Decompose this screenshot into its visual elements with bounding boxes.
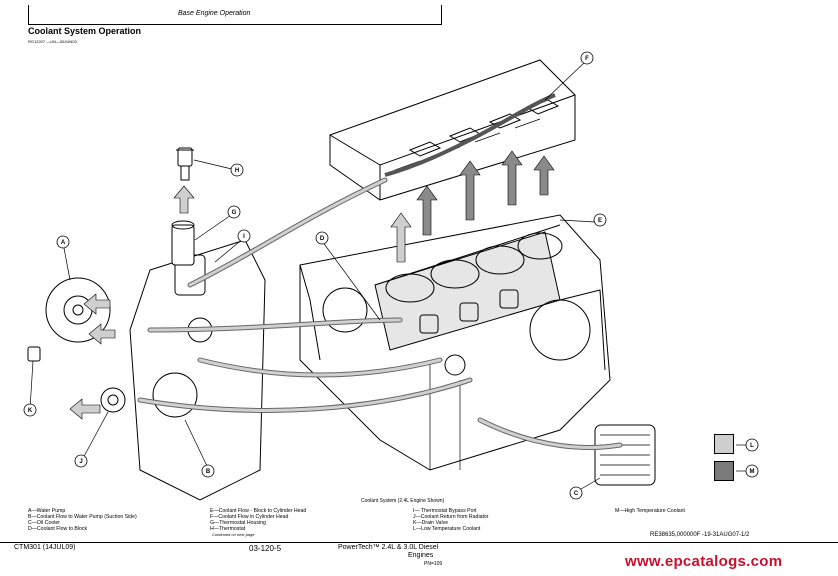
callout-d: D xyxy=(320,236,325,242)
reference-code: RE38635,000000F -19-31AUG07-1/2 xyxy=(650,532,750,538)
legend-b: B—Coolant Flow to Water Pump (Suction Si… xyxy=(28,514,137,520)
figure-id: RG12207 —UN—06JUN03 xyxy=(28,39,77,44)
callout-b: B xyxy=(206,469,211,475)
callout-k: K xyxy=(28,408,33,414)
callout-c: C xyxy=(574,491,579,497)
footer-page: 03-120-5 xyxy=(249,544,282,553)
legend-e: E—Coolant Flow - Block to Cylinder Head xyxy=(210,508,307,514)
legend-d: D—Coolant Flow to Block xyxy=(28,526,88,532)
callout-f: F xyxy=(585,56,589,62)
legend-j: J—Coolant Return from Radiator xyxy=(413,514,489,520)
legend-f: F—Coolant Flow in Cylinder Head xyxy=(210,514,289,520)
footer-product-2: Engines xyxy=(408,552,434,559)
legend-k: K—Drain Valve xyxy=(413,520,449,526)
water-pump xyxy=(45,277,111,343)
legend-l: L—Low Temperature Coolant xyxy=(413,526,481,532)
footer-pn: PN=109 xyxy=(424,561,443,567)
callout-e: E xyxy=(598,218,602,224)
bypass-port xyxy=(100,387,126,413)
figure-caption: Coolant System (2.4L Engine Shown) xyxy=(361,498,445,504)
engine-block xyxy=(299,214,611,471)
callout-i: I xyxy=(243,234,245,240)
cylinder-head xyxy=(329,59,576,201)
header-box xyxy=(28,5,442,25)
watermark: www.epcatalogs.com xyxy=(625,553,783,570)
legend-m: M—High Temperature Coolant xyxy=(615,508,685,514)
drain-valve xyxy=(27,346,41,362)
thermostat xyxy=(176,147,194,181)
legend-c: C—Oil Cooler xyxy=(28,520,60,526)
footer-product: PowerTech™ 2.4L & 3.0L Diesel xyxy=(338,544,439,551)
high-temp-swatch xyxy=(714,461,734,481)
page-title: Coolant System Operation xyxy=(28,26,142,36)
callout-g: G xyxy=(232,210,237,216)
legend-h: H—Thermostat xyxy=(210,526,246,532)
low-temp-swatch xyxy=(714,434,734,454)
oil-cooler xyxy=(594,424,656,486)
continued-note: Continued on next page xyxy=(212,532,255,537)
legend-g: G—Thermostat Housing xyxy=(210,520,266,526)
callout-a: A xyxy=(61,240,66,246)
section-header: Base Engine Operation xyxy=(178,10,251,17)
legend-a: A—Water Pump xyxy=(28,508,66,514)
footer-doc: CTM301 (14JUL09) xyxy=(14,544,76,551)
callout-m: M xyxy=(750,469,755,475)
flow-arrows-e xyxy=(416,150,555,236)
footer-rule xyxy=(0,542,838,543)
callout-l: L xyxy=(750,443,754,449)
legend-i: I— Thermostat Bypass Port xyxy=(413,508,477,514)
thermostat-housing xyxy=(171,220,195,266)
callout-h: H xyxy=(235,168,239,174)
callout-j: J xyxy=(79,459,82,465)
